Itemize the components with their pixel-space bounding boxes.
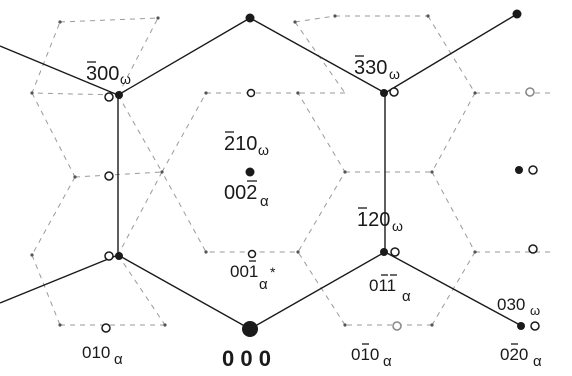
dashed-line bbox=[31, 92, 76, 178]
spot-open bbox=[104, 92, 114, 102]
filled-spots bbox=[115, 9, 525, 337]
solid-line bbox=[249, 251, 386, 330]
spot-filled bbox=[380, 248, 388, 256]
label-002-alpha: 002 α bbox=[224, 180, 269, 210]
spot-open bbox=[247, 249, 257, 259]
solid-line bbox=[117, 254, 251, 330]
label-main: 300 bbox=[86, 63, 119, 85]
spot-filled bbox=[515, 166, 523, 174]
label-main: 011 bbox=[369, 276, 396, 295]
label-sub: α bbox=[259, 276, 268, 293]
spot-filled bbox=[115, 252, 123, 260]
label-main: 210 bbox=[224, 133, 257, 155]
solid-line bbox=[117, 17, 251, 96]
label-sup: * bbox=[270, 264, 276, 280]
label-0-10-alpha: 010 α bbox=[351, 343, 392, 370]
solid-lattice-lines bbox=[0, 13, 521, 330]
label-main: 002 bbox=[224, 182, 257, 204]
spot-open bbox=[104, 171, 114, 181]
spot-filled bbox=[380, 89, 388, 97]
solid-line bbox=[384, 13, 518, 94]
dashed-line bbox=[294, 15, 336, 23]
solid-line bbox=[384, 251, 521, 326]
dashed-line bbox=[117, 94, 163, 173]
label-sub: α bbox=[402, 288, 411, 305]
spot-filled bbox=[517, 322, 525, 330]
spot-open bbox=[390, 247, 400, 257]
solid-line bbox=[249, 17, 386, 94]
label-300-omega: 300 ω bbox=[86, 61, 131, 87]
spot-filled bbox=[115, 91, 123, 99]
spot-open bbox=[528, 244, 538, 254]
origin-label: 0 0 0 bbox=[222, 346, 271, 371]
spot-open bbox=[246, 88, 256, 98]
label-main: 030 bbox=[497, 295, 525, 314]
spot-open bbox=[525, 87, 535, 97]
label-main: 010 bbox=[82, 343, 110, 362]
dashed-line bbox=[31, 254, 61, 326]
label-120-omega: 120 ω bbox=[357, 207, 403, 234]
label-sub: ω bbox=[530, 303, 540, 318]
solid-line bbox=[0, 254, 119, 304]
label-0-20-alpha: 020 α bbox=[500, 343, 542, 370]
dashed-line bbox=[427, 15, 476, 94]
label-010-alpha: 010 α bbox=[82, 343, 123, 368]
spot-filled bbox=[245, 167, 255, 177]
spot-filled bbox=[245, 13, 255, 23]
label-sub: α bbox=[533, 353, 542, 370]
spot-open bbox=[530, 321, 540, 331]
spot-open bbox=[101, 323, 111, 333]
label-sub: ω bbox=[258, 142, 269, 158]
dashed-line bbox=[117, 254, 166, 326]
small-node-dots bbox=[30, 14, 477, 327]
label-030-omega: 030 ω bbox=[497, 295, 540, 318]
label-sub: ω bbox=[389, 66, 400, 82]
spot-open bbox=[392, 321, 402, 331]
label-main: 330 bbox=[354, 57, 387, 79]
label-main: 120 bbox=[357, 209, 390, 231]
spot-open bbox=[528, 165, 538, 175]
label-001-alpha-star: 001 α * bbox=[230, 260, 276, 293]
label-011-alpha: 011 α bbox=[369, 274, 411, 305]
spot-open bbox=[389, 87, 399, 97]
dashed-line bbox=[431, 92, 476, 173]
label-sub: ω bbox=[120, 71, 131, 87]
dashed-line bbox=[117, 171, 163, 256]
open-spots bbox=[101, 87, 540, 333]
spot-filled bbox=[512, 9, 522, 19]
label-sub: ω bbox=[392, 218, 403, 234]
label-main: 020 bbox=[500, 345, 528, 364]
label-330-omega: 330 ω bbox=[354, 55, 400, 82]
label-main: 001 bbox=[230, 262, 258, 281]
solid-line bbox=[0, 45, 119, 96]
label-sub: α bbox=[114, 351, 123, 368]
dashed-line bbox=[431, 171, 476, 253]
origin-spot bbox=[242, 321, 258, 337]
label-210-omega: 210 ω bbox=[224, 131, 269, 158]
label-main: 010 bbox=[351, 345, 379, 364]
dashed-line bbox=[31, 176, 76, 256]
spot-open bbox=[104, 251, 114, 261]
label-sub: α bbox=[383, 353, 392, 370]
labels: 300 ω 330 ω 210 ω 002 α 120 ω bbox=[82, 55, 542, 371]
label-sub: α bbox=[260, 193, 269, 210]
